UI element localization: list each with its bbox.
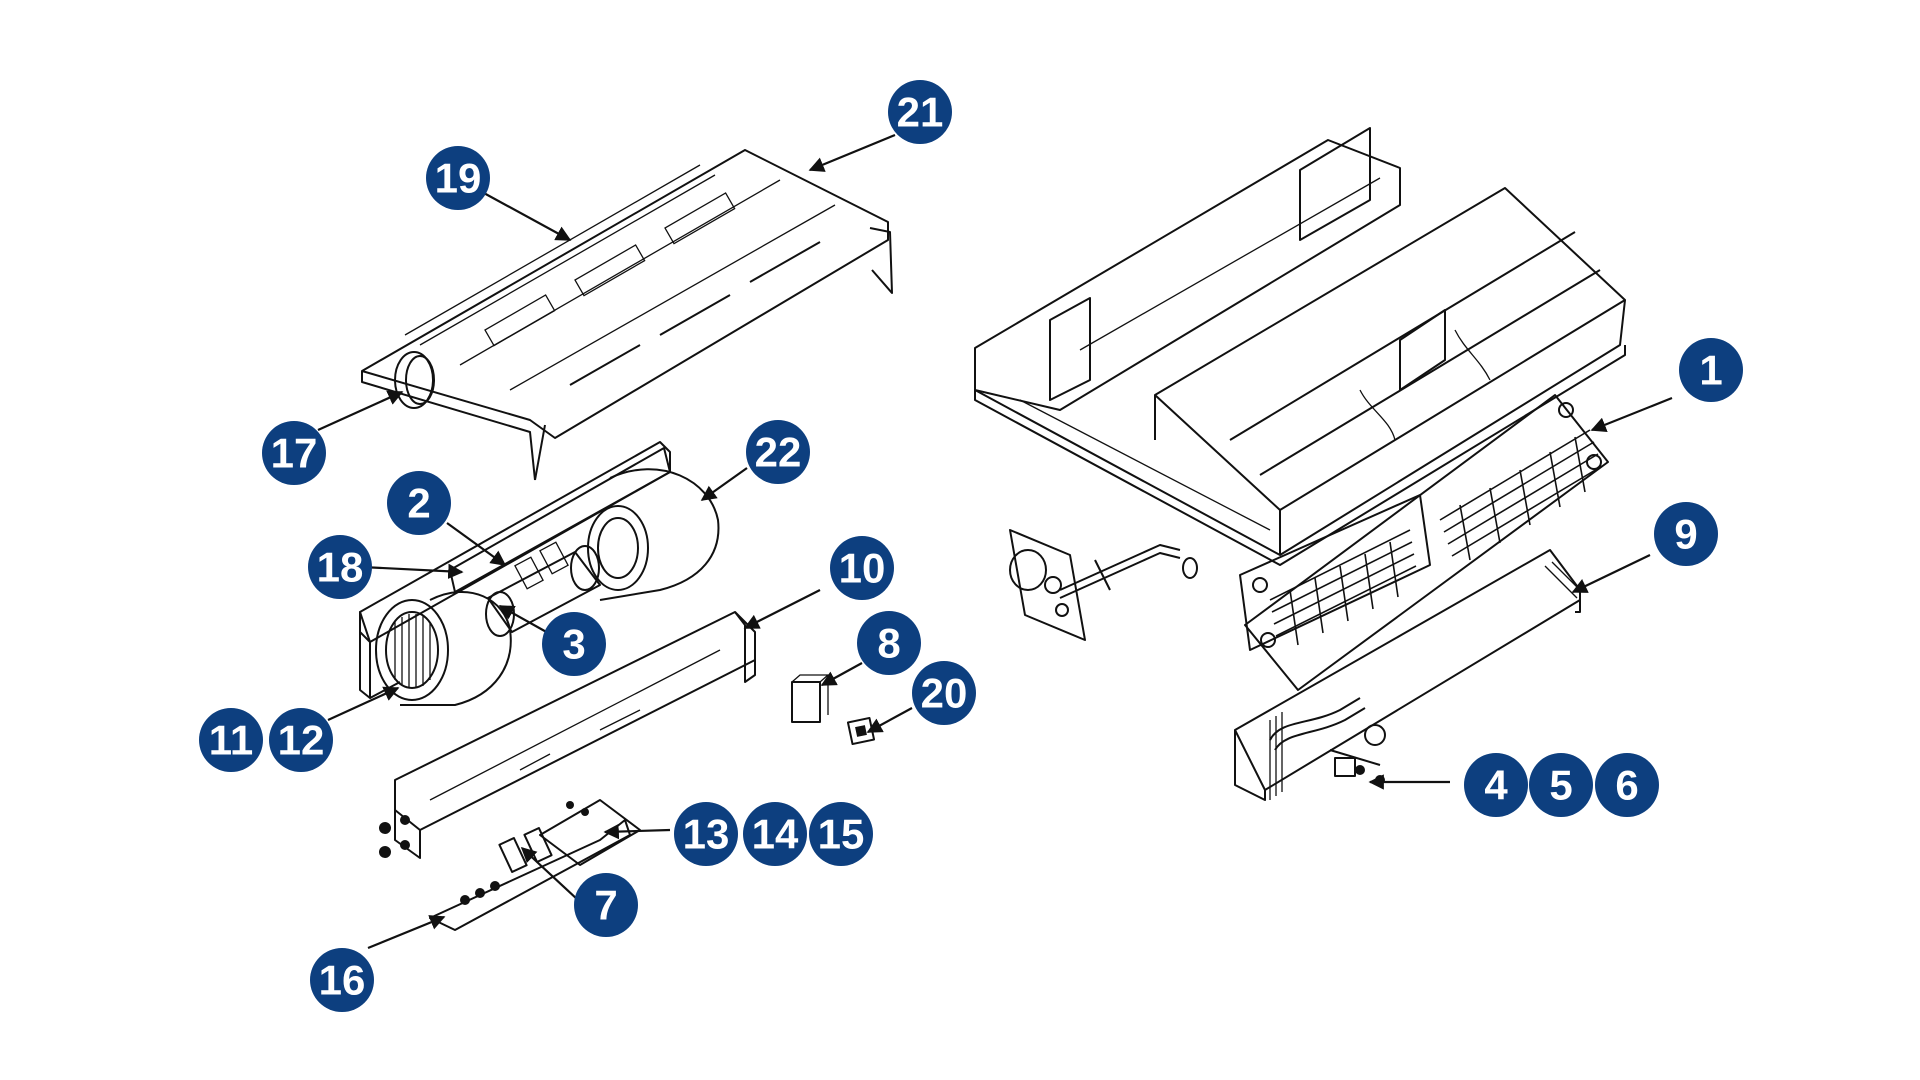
callout-14: 14 xyxy=(743,802,807,866)
callout-16-label: 16 xyxy=(319,957,366,1004)
callout-22: 22 xyxy=(746,420,810,484)
callout-4-label: 4 xyxy=(1484,762,1508,809)
callout-19-label: 19 xyxy=(435,155,482,202)
callout-2-label: 2 xyxy=(407,480,430,527)
blower-motor xyxy=(485,541,601,637)
callout-8-label: 8 xyxy=(877,620,900,667)
callout-22-label: 22 xyxy=(755,429,802,476)
callout-17-label: 17 xyxy=(271,430,318,477)
callout-9-label: 9 xyxy=(1674,511,1697,558)
callout-11: 11 xyxy=(199,708,263,772)
callout-10-label: 10 xyxy=(839,545,886,592)
coil-fins xyxy=(1269,712,1283,800)
grille-mesh xyxy=(1269,429,1603,646)
round-duct-collar xyxy=(394,351,435,409)
callout-4: 4 xyxy=(1464,753,1528,817)
main-housing-frame xyxy=(974,127,1626,566)
callout-18: 18 xyxy=(308,535,372,599)
callout-9: 9 xyxy=(1654,502,1718,566)
callout-19: 19 xyxy=(426,146,490,210)
callout-18-label: 18 xyxy=(317,544,364,591)
heat-exchanger-coil xyxy=(1234,549,1581,801)
top-cover-panel xyxy=(361,149,893,481)
callout-11-label: 11 xyxy=(209,717,253,764)
callout-5-label: 5 xyxy=(1549,762,1572,809)
callout-20-label: 20 xyxy=(921,670,968,717)
leader-lines xyxy=(317,133,1673,950)
callout-15: 15 xyxy=(809,802,873,866)
callout-12: 12 xyxy=(269,708,333,772)
callout-6-label: 6 xyxy=(1615,762,1638,809)
blower-wheel-grille xyxy=(394,614,431,688)
return-air-grille xyxy=(1239,394,1609,691)
callout-14-label: 14 xyxy=(752,811,799,858)
callout-13: 13 xyxy=(674,802,738,866)
valve-mounting-plate xyxy=(1009,529,1198,641)
callout-17: 17 xyxy=(262,421,326,485)
callout-15-label: 15 xyxy=(818,811,865,858)
callout-5: 5 xyxy=(1529,753,1593,817)
callout-21: 21 xyxy=(888,80,952,144)
callout-1-label: 1 xyxy=(1699,347,1722,394)
callout-16: 16 xyxy=(310,948,374,1012)
callout-1: 1 xyxy=(1679,338,1743,402)
callout-13-label: 13 xyxy=(683,811,730,858)
callout-6: 6 xyxy=(1595,753,1659,817)
relay-part xyxy=(791,674,830,723)
callout-21-label: 21 xyxy=(897,89,944,136)
callout-3: 3 xyxy=(542,612,606,676)
callout-3-label: 3 xyxy=(562,621,585,668)
callout-2: 2 xyxy=(387,471,451,535)
callout-12-label: 12 xyxy=(278,717,325,764)
callout-8: 8 xyxy=(857,611,921,675)
control-box-cover xyxy=(379,611,756,859)
callout-20: 20 xyxy=(912,661,976,725)
callout-7-label: 7 xyxy=(594,882,617,929)
callout-10: 10 xyxy=(830,536,894,600)
callout-7: 7 xyxy=(574,873,638,937)
blower-assembly xyxy=(359,441,720,706)
